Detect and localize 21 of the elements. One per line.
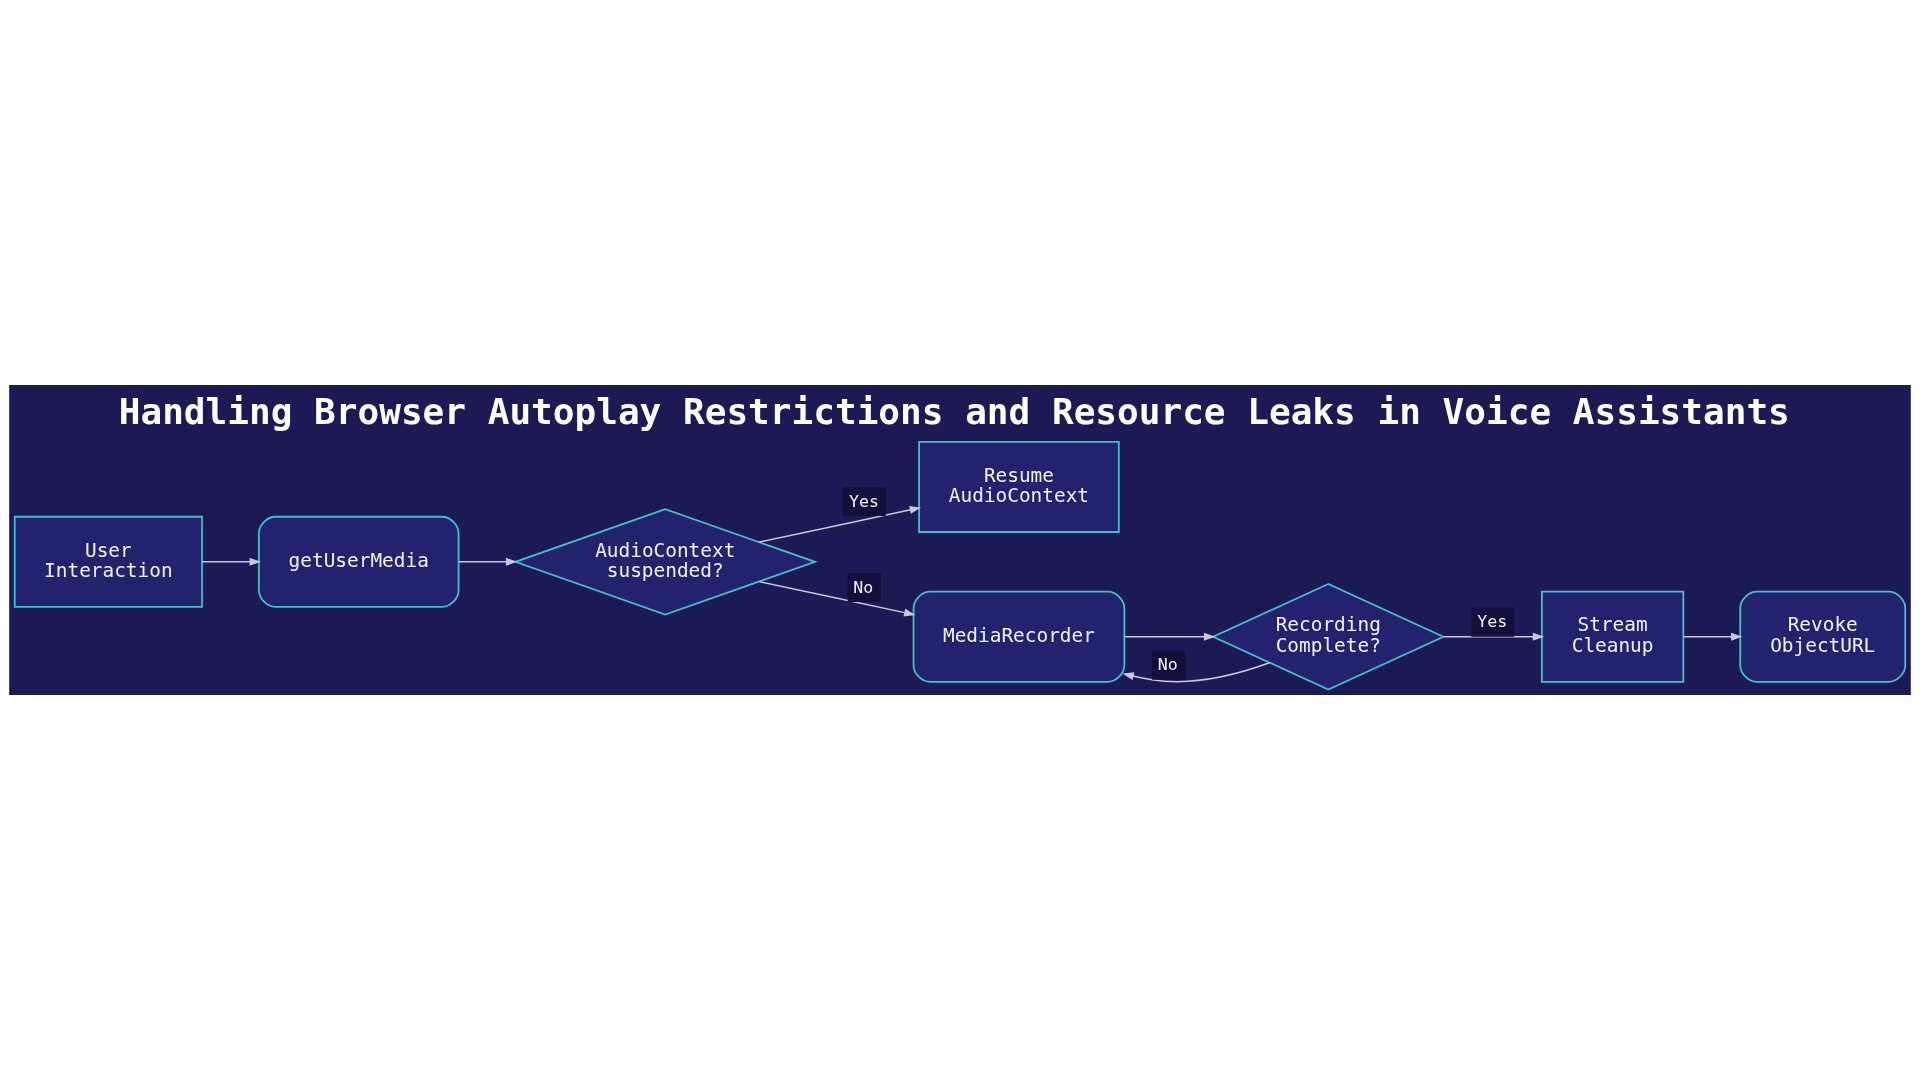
arrow	[201, 557, 261, 566]
arrow	[457, 557, 518, 566]
node-box: Revoke ObjectURL	[1739, 590, 1907, 683]
arrow	[1443, 632, 1545, 641]
arrow	[1682, 632, 1743, 641]
diagram-title: Handling Browser Autoplay Restrictions and Resource Leaks in Voice Assistants	[118, 390, 1790, 433]
node-box: Resume AudioContext	[918, 440, 1120, 533]
node-box: MediaRecorder	[912, 590, 1126, 683]
arrow	[1123, 632, 1216, 641]
edge-label: Yes	[849, 491, 880, 511]
node-box: getUserMedia	[257, 515, 460, 608]
arrow	[758, 506, 922, 543]
node-box: User Interaction	[13, 515, 203, 608]
arrow	[1122, 662, 1271, 683]
edge-label: Yes	[1477, 612, 1508, 632]
node-diamond: AudioContext suspended?	[512, 508, 818, 616]
node-box: Stream Cleanup	[1540, 590, 1685, 683]
arrow	[758, 580, 916, 617]
edge-label: No	[1157, 655, 1178, 675]
edge-label: No	[853, 577, 874, 597]
node-diamond: Recording Complete?	[1210, 583, 1446, 691]
